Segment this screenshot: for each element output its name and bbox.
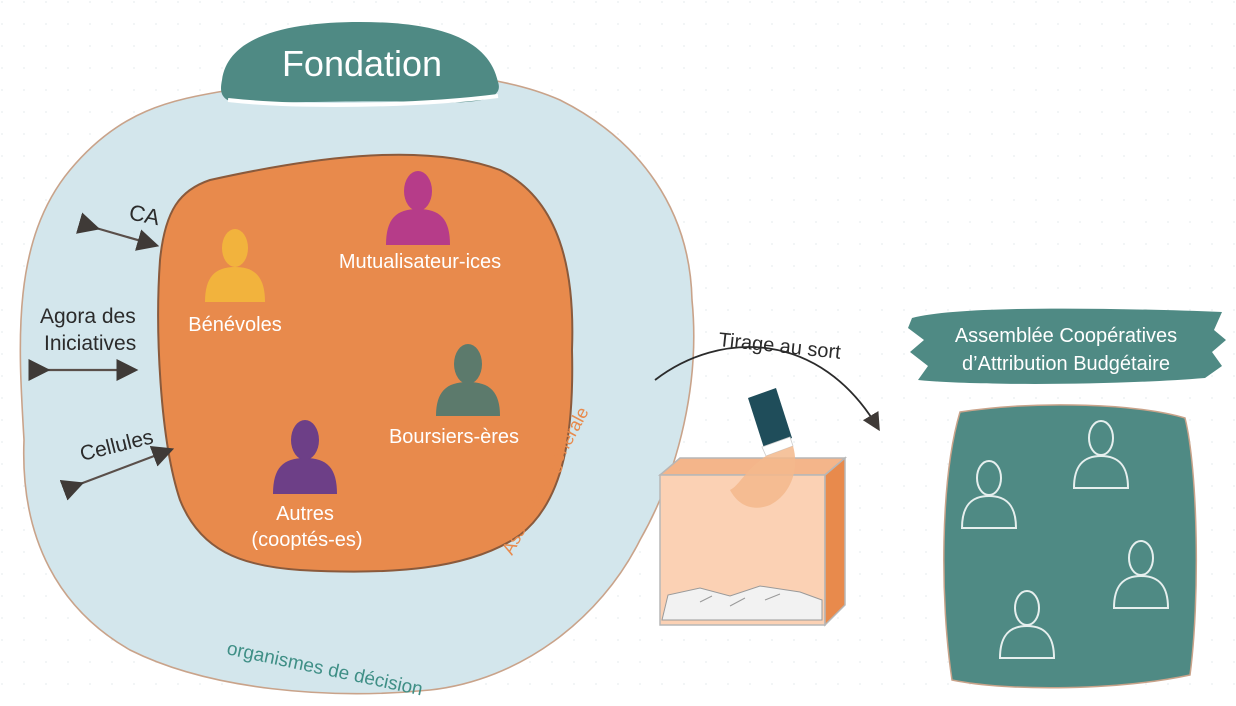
cellules-arrow xyxy=(59,445,175,501)
assembly-title-line2: d’Attribution Budgétaire xyxy=(962,353,1170,375)
boursiers-label: Boursiers-ères xyxy=(389,426,519,448)
assembly-title-line1: Assemblée Coopératives xyxy=(955,325,1177,347)
draw-arrow xyxy=(654,346,880,432)
autres-label-line2: (cooptés-es) xyxy=(251,529,362,551)
mutualisateurs-label: Mutualisateur-ices xyxy=(339,251,501,273)
fondation-header-underline xyxy=(227,94,499,107)
hand-icon xyxy=(730,388,796,508)
assembly-header-brush xyxy=(908,308,1226,384)
fondation-title: Fondation xyxy=(282,43,442,84)
assembly-person-icon xyxy=(960,460,1018,529)
agora-label-line2: Iniciatives xyxy=(44,332,136,355)
benevoles-label: Bénévoles xyxy=(188,314,281,336)
agora-label-line1: Agora des xyxy=(40,305,136,328)
boursiers-person-icon xyxy=(436,344,500,416)
assembly-person-icon xyxy=(1112,540,1170,609)
assembly-box xyxy=(943,404,1198,689)
general-assembly-blob xyxy=(157,153,574,573)
benevoles-person-icon xyxy=(205,229,265,302)
fondation-header-shape xyxy=(221,22,499,103)
mutualisateurs-person-icon xyxy=(386,171,450,245)
assembly-person-icon xyxy=(998,590,1056,659)
assembly-person-icon xyxy=(1072,420,1130,489)
ca-arrow xyxy=(76,212,160,251)
autres-person-icon xyxy=(273,420,337,494)
autres-label-line1: Autres xyxy=(276,503,334,525)
